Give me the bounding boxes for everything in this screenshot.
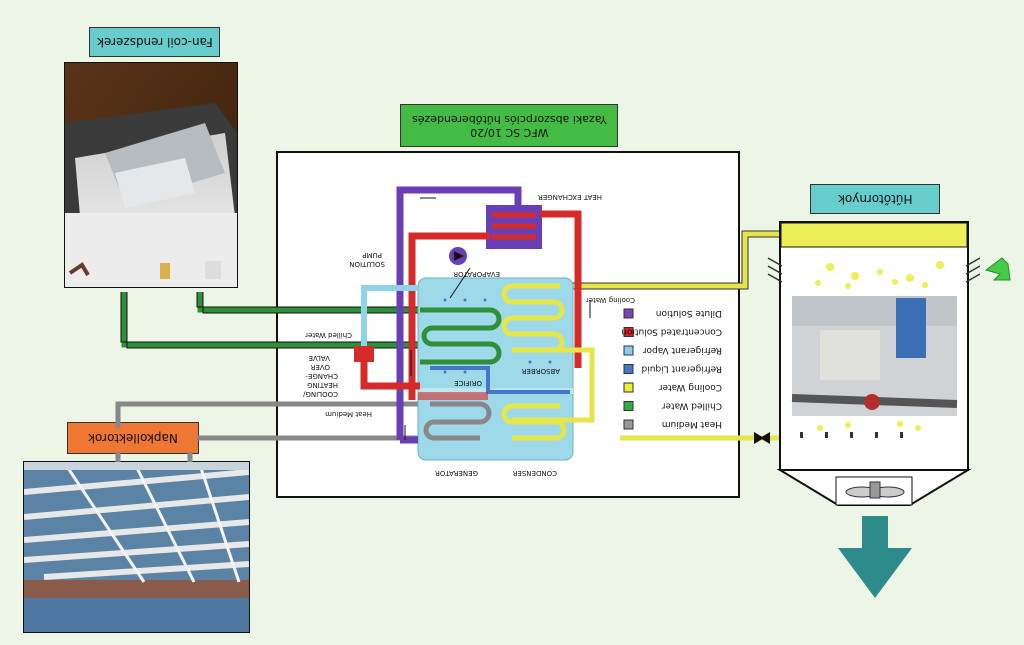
absorber-label: ABSORBER: [521, 367, 560, 375]
exhaust-arrow-icon: [838, 516, 912, 598]
pump-label-1: SOLUTION: [349, 260, 385, 268]
air-inlet-arrow-icon: [984, 257, 1011, 281]
legend-swatch: [623, 382, 634, 393]
fan-coil-photo: [64, 62, 238, 288]
legend-label: Dilute Solution: [656, 308, 722, 318]
legend: Heat Medium Chilled Water Cooling Water Ref…: [621, 308, 722, 430]
legend-label: Cooling Water: [659, 382, 722, 392]
generator-coil: [423, 401, 492, 441]
heat-medium-label: Heat Medium: [325, 410, 372, 418]
evaporator-coil: [420, 307, 502, 365]
legend-swatch: [623, 308, 634, 319]
absorption-chiller-label: WFC SC 10/20 Yazaki abszorpciós hűtőbere…: [400, 104, 618, 147]
pump-label-2: PUMP: [362, 251, 382, 259]
cooling-tower-label: Hűtőtornyok: [810, 184, 940, 214]
legend-label: Refrigerant Liquid: [642, 364, 722, 374]
legend-swatch: [623, 401, 634, 411]
diagram-labels: HEAT EXCHANGER SOLUTION PUMP EVAPORATOR …: [302, 193, 635, 477]
cooling-water-label: Cooling Water: [586, 296, 635, 304]
solar-collector-photo: [23, 461, 250, 633]
valve-icon: [754, 432, 770, 444]
fan-icon: [845, 481, 905, 499]
solar-collector-photo-drawing: [24, 462, 249, 632]
valve-label-2: HEATING: [307, 381, 338, 389]
concentrated-solution-pipe: [360, 210, 582, 400]
condenser-coil: [501, 403, 567, 441]
changeover-valve: [354, 346, 374, 362]
dilute-solution-pipe: [396, 186, 522, 444]
valve-label-4: OVER: [310, 363, 330, 371]
evaporator-label: EVAPORATOR: [453, 270, 500, 278]
absorber-coil: [501, 283, 595, 423]
orifice-label: ORIFICE: [454, 379, 482, 387]
valve-label-3: CHANGE-: [305, 372, 338, 380]
cooling-tower: [767, 221, 1011, 598]
legend-label: Chilled Water: [661, 401, 722, 411]
valve-label-5: VALVE: [309, 354, 330, 362]
heat-medium-external-pipes: [115, 401, 430, 462]
refrigerant-liquid-pipe: [430, 366, 570, 394]
fan-coil-photo-drawing: [65, 63, 237, 287]
fan-coil-label: Fan-coil rendszerek: [89, 27, 220, 57]
legend-swatch: [623, 345, 634, 356]
condenser-label: CONDENSER: [512, 469, 557, 477]
heat-exchanger-label: HEAT EXCHANGER: [538, 193, 602, 201]
legend-label: Concentrated Solution: [621, 327, 722, 337]
refrigerant-vapor-pipe: [361, 285, 418, 360]
legend-swatch: [623, 327, 634, 337]
chilled-water-external-pipes: [121, 292, 420, 348]
generator-label: GENERATOR: [435, 469, 478, 477]
chilled-water-label: Chilled Water: [305, 331, 352, 339]
legend-label: Refrigerant Vapor: [642, 345, 722, 355]
solar-collector-label: Napkollektorok: [67, 422, 199, 454]
legend-swatch: [623, 419, 634, 430]
legend-label: Heat Medium: [662, 419, 722, 429]
chiller-vessel: [417, 277, 574, 461]
legend-swatch: [623, 364, 634, 374]
valve-label-1: COOLING/: [302, 390, 338, 398]
